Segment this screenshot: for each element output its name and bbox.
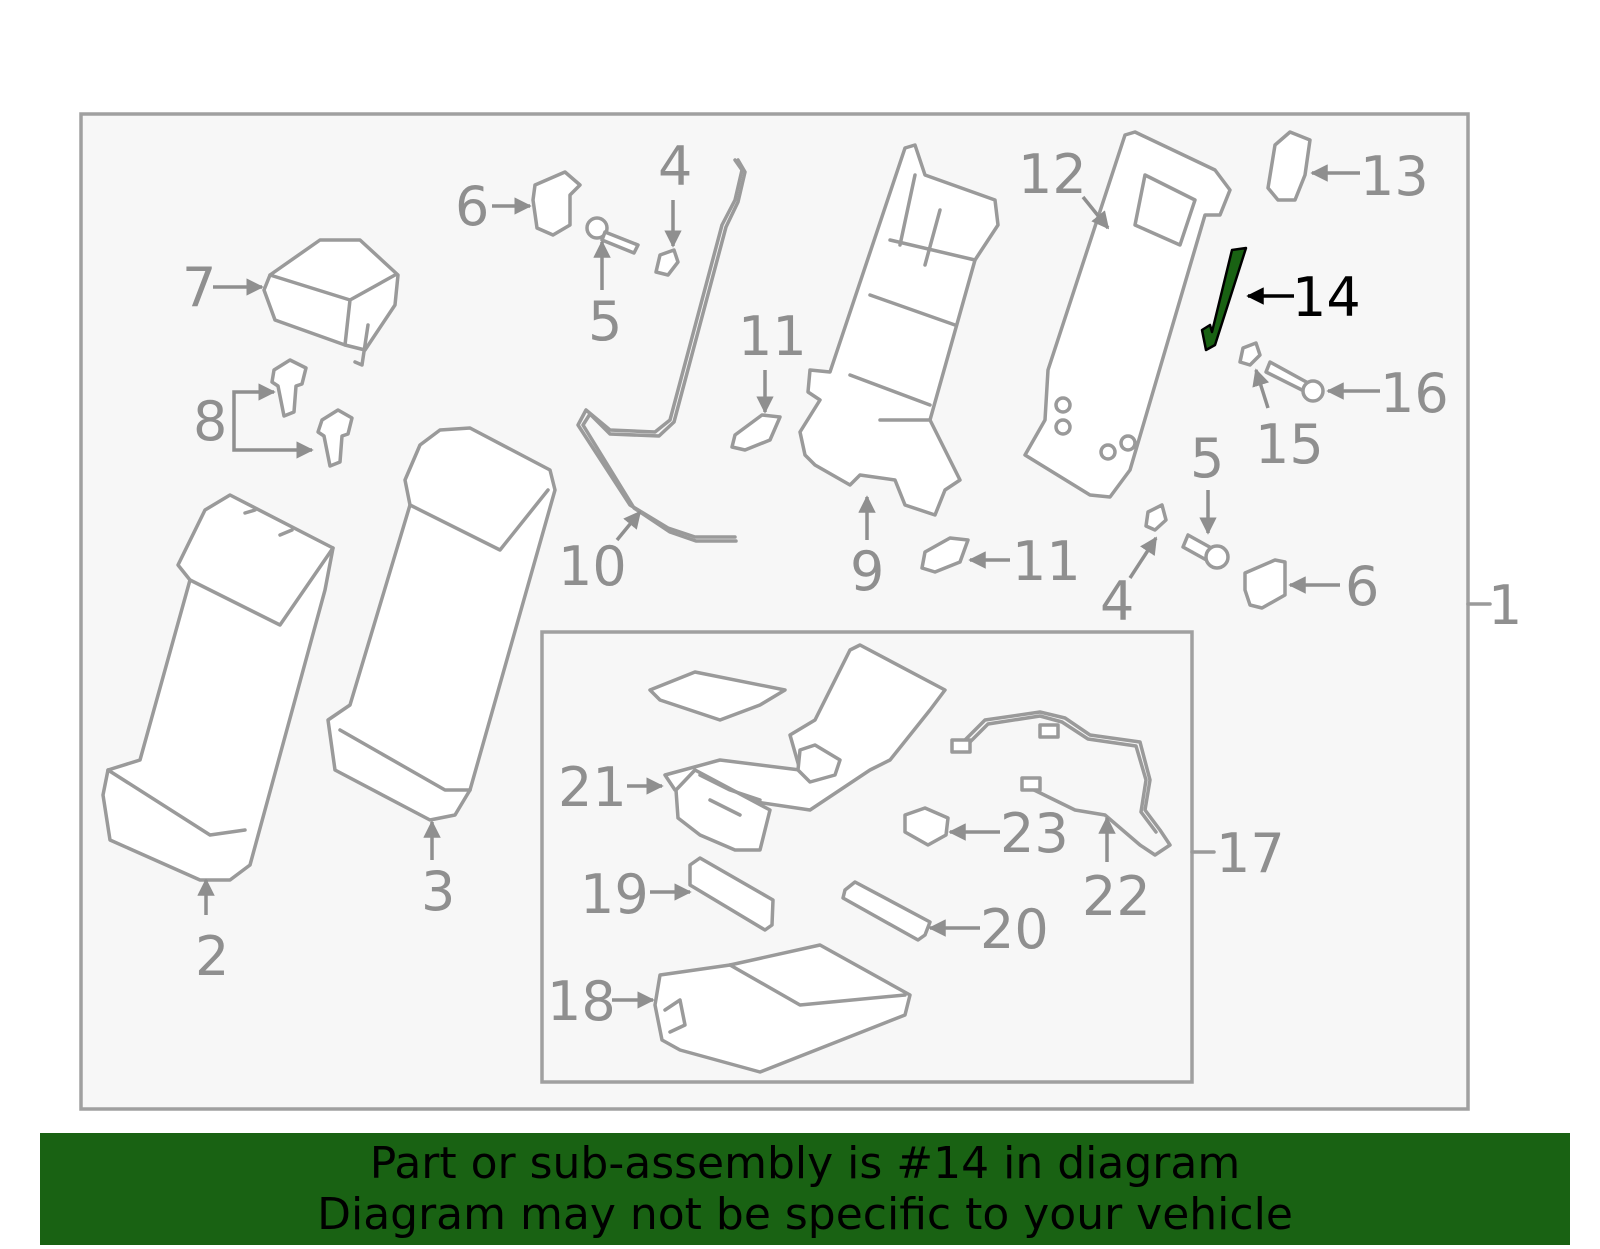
callout-6: 6 (1345, 555, 1379, 618)
callout-5: 5 (1190, 427, 1224, 490)
callout-9: 9 (850, 540, 884, 603)
parts-diagram: 1 2 3 4 4 5 5 6 6 7 8 9 10 11 11 12 13 1… (79, 112, 1522, 1111)
callout-12: 12 (1018, 143, 1087, 206)
part-23-clip[interactable] (903, 806, 950, 847)
callout-17: 17 (1216, 822, 1285, 885)
callout-23: 23 (1000, 802, 1069, 865)
part-5-bolt[interactable] (1181, 533, 1230, 570)
callout-18: 18 (547, 970, 616, 1033)
callout-11: 11 (738, 305, 807, 368)
callout-16: 16 (1380, 362, 1449, 425)
banner-line-2: Diagram may not be specific to your vehi… (317, 1189, 1293, 1240)
callout-4: 4 (1100, 570, 1134, 633)
part-11-bracket[interactable] (730, 413, 782, 452)
part-9-seat-frame[interactable] (798, 143, 1000, 517)
part-6-clip[interactable] (531, 170, 582, 237)
part-11-bracket[interactable] (920, 536, 970, 574)
callout-3: 3 (421, 860, 455, 923)
part-20-strip[interactable] (841, 880, 932, 942)
part-8-headrest-guides[interactable] (270, 358, 354, 468)
callout-1: 1 (1488, 574, 1522, 637)
callout-13: 13 (1360, 145, 1429, 208)
part-12-seat-back-panel[interactable] (1023, 130, 1232, 499)
callout-labels: 1 2 3 4 4 5 5 6 6 7 8 9 10 11 11 12 13 1… (182, 135, 1522, 1033)
callout-20: 20 (980, 898, 1049, 961)
leader-lines (197, 164, 1380, 1009)
part-10-release-cable[interactable] (576, 158, 747, 543)
part-5-bolt[interactable] (585, 216, 640, 255)
part-2-seat-back-cover[interactable] (101, 493, 335, 882)
part-4-washer[interactable] (1144, 503, 1168, 532)
callout-5: 5 (588, 290, 622, 353)
callout-14: 14 (1292, 266, 1361, 329)
banner-line-1: Part or sub-assembly is #14 in diagram (369, 1138, 1241, 1189)
part-21-console-lid[interactable] (648, 643, 947, 852)
part-4-washer[interactable] (654, 248, 680, 277)
part-14-trim-strip[interactable] (1200, 246, 1248, 352)
info-banner: Part or sub-assembly is #14 in diagram D… (40, 1133, 1570, 1245)
callout-22: 22 (1082, 865, 1151, 928)
part-3-seat-back-cover[interactable] (326, 426, 557, 822)
callout-8: 8 (193, 390, 227, 453)
part-13-latch-cover[interactable] (1266, 130, 1312, 202)
callout-6: 6 (455, 175, 489, 238)
callout-4: 4 (658, 135, 692, 198)
callout-7: 7 (182, 256, 216, 319)
callout-15: 15 (1255, 413, 1324, 476)
part-15-washer[interactable] (1238, 341, 1262, 367)
part-18-armrest-pad[interactable] (653, 943, 912, 1074)
callout-2: 2 (195, 925, 229, 988)
part-7-headrest[interactable] (262, 238, 400, 367)
part-6-clip[interactable] (1243, 558, 1287, 610)
part-22-wire-harness[interactable] (950, 710, 1172, 857)
callout-11: 11 (1012, 530, 1081, 593)
callout-10: 10 (558, 535, 627, 598)
callout-19: 19 (580, 863, 649, 926)
callout-21: 21 (558, 756, 627, 819)
